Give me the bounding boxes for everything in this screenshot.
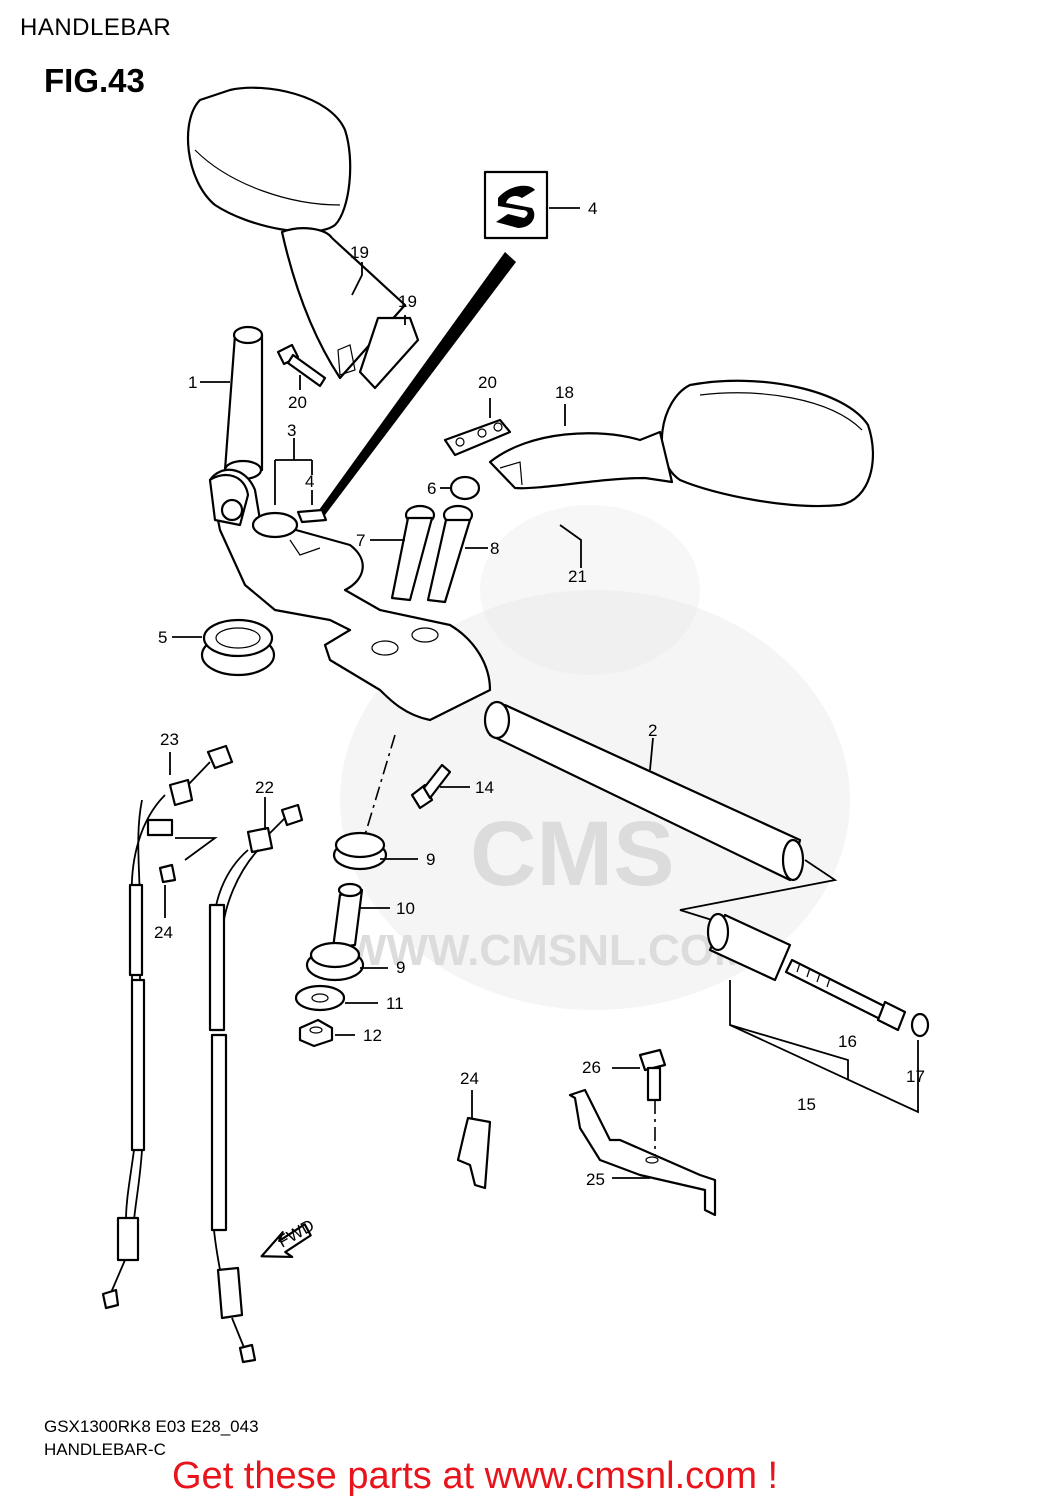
bolt-7 — [390, 504, 436, 602]
screw-24 — [158, 863, 177, 884]
section-title: HANDLEBAR — [20, 14, 172, 41]
figure-number: FIG.43 — [44, 62, 145, 99]
callout-16: 17 — [906, 1067, 925, 1086]
leader-lines — [164, 207, 654, 1179]
throttle-cable-21 — [208, 803, 304, 1364]
cap-6 — [449, 475, 481, 501]
callout-7: 7 — [356, 531, 365, 550]
callout-15: 16 — [838, 1032, 857, 1051]
left-mirror — [186, 86, 420, 390]
callout-20-left: 20 — [288, 393, 307, 412]
mirror-clamp-19 — [443, 418, 512, 457]
callout-5: 5 — [158, 628, 167, 647]
callout-13: 14 — [475, 778, 494, 797]
callout-26: 26 — [582, 1058, 601, 1077]
callout-25: 25 — [586, 1170, 605, 1189]
callout-6: 6 — [427, 479, 436, 498]
handlebar-tube-2 — [483, 700, 805, 882]
grip-tube-1 — [223, 325, 264, 481]
callout-8: 8 — [490, 539, 499, 558]
bolt-13 — [410, 763, 452, 810]
seal-5 — [200, 618, 276, 677]
callout-24: 24 — [154, 923, 173, 942]
top-bridge-3 — [208, 468, 492, 722]
right-mirror — [488, 379, 875, 508]
callout-14: 15 — [797, 1095, 816, 1114]
callout-4-sticker: 4 — [305, 472, 314, 491]
callout-labels: 4 19 19 1 20 3 4 20 18 6 7 8 21 5 2 23 2… — [154, 199, 925, 1189]
diagram-name: HANDLEBAR-C — [44, 1440, 166, 1459]
callout-4-emblem: 4 — [588, 199, 597, 218]
bolt-20-left — [276, 343, 327, 388]
callout-10: 10 — [396, 899, 415, 918]
rubber-9-top — [332, 831, 388, 871]
bolt-26 — [638, 1048, 667, 1102]
callout-21: 22 — [255, 778, 274, 797]
fwd-arrow: FWD — [260, 1216, 318, 1259]
callout-17: 19 — [350, 243, 369, 262]
callout-9-top: 9 — [426, 850, 435, 869]
callout-20-right: 21 — [568, 567, 587, 586]
callout-9-bottom: 9 — [396, 958, 405, 977]
callout-18: 18 — [555, 383, 574, 402]
diagram-code: GSX1300RK8 E03 E28_043 — [44, 1417, 259, 1436]
watermark-url: WWW.CMSNL.COM — [345, 926, 751, 975]
callout-3: 3 — [287, 421, 296, 440]
callout-11: 11 — [386, 994, 404, 1013]
callout-1: 1 — [188, 373, 197, 392]
nut-12 — [298, 1018, 334, 1048]
clip-23 — [456, 1116, 492, 1190]
washer-11 — [294, 984, 346, 1012]
callout-22: 23 — [160, 730, 179, 749]
suzuki-emblem — [483, 170, 549, 240]
callout-19-left: 19 — [398, 292, 417, 311]
callout-2: 2 — [648, 721, 657, 740]
callout-12: 12 — [363, 1026, 382, 1045]
collar-10 — [331, 882, 364, 950]
callout-23: 24 — [460, 1069, 479, 1088]
rubber-9-bottom — [305, 941, 365, 982]
bolt-8 — [426, 504, 474, 604]
promo-link[interactable]: Get these parts at www.cmsnl.com ! — [172, 1455, 779, 1497]
watermark-brand: CMS — [470, 803, 674, 905]
bar-end-weight-14 — [706, 912, 930, 1038]
cable-guide-25 — [568, 1088, 717, 1217]
callout-19-right: 20 — [478, 373, 497, 392]
throttle-cable-22 — [101, 744, 234, 1310]
